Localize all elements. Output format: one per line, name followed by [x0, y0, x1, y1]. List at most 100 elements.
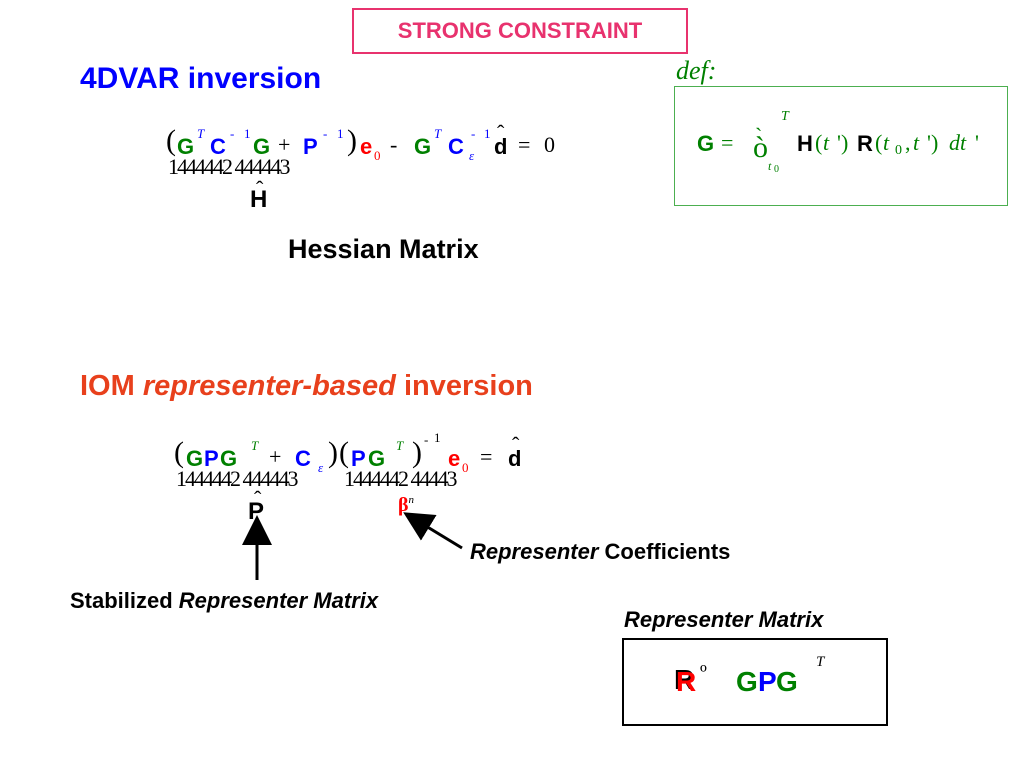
eq1-underbrace: 1444442 444443 [168, 154, 290, 179]
eq1-d-hat: ˆ [497, 120, 505, 145]
stabilized-representer-label: Stabilized Representer Matrix [70, 588, 378, 614]
representer-coefficients-label: Representer Coefficients [470, 539, 730, 565]
eq1-one-b: 1 [337, 126, 344, 141]
def-t3: t [913, 130, 920, 155]
eq1-minus: - [390, 132, 398, 157]
definition-box: G = ` ò t 0 T H ( t ') R ( t 0 , t ') dt… [674, 86, 1008, 206]
rep-P: P [758, 666, 777, 697]
def-G: G [697, 131, 715, 156]
eq1-e-sub0: 0 [374, 148, 381, 163]
eq2-T2: T [396, 438, 404, 453]
eq1-equals: = [518, 132, 531, 157]
hessian-matrix-label: Hessian Matrix [288, 234, 479, 264]
eq2-open-paren2: ( [339, 436, 349, 469]
eq1-open-paren: ( [166, 124, 176, 157]
eq1-minus-a: - [230, 126, 235, 141]
p-hat-accent: ˆ [254, 486, 262, 511]
eq1-G: G [177, 134, 195, 159]
rep-G: G [736, 666, 758, 697]
eq2-underbrace-1: 1444442 444443 [176, 466, 298, 491]
def-R: R [857, 131, 873, 156]
eq2-plus: + [269, 444, 282, 469]
equation-iom: ( G P G T + C ε ) ( P G T ) - 1 e 0 = ˆ … [174, 430, 554, 502]
beta-label: βn [398, 494, 414, 517]
eq1-C: C [210, 134, 226, 159]
eq1-zero: 0 [544, 132, 555, 157]
stab-italic: Representer Matrix [178, 588, 379, 613]
def-lim-0: 0 [774, 164, 779, 175]
section2-title-part3: inversion [395, 370, 533, 402]
eq1-G3: G [414, 134, 432, 159]
rep-coeff-rest: Coefficients [598, 539, 731, 564]
eq2-equals: = [480, 444, 493, 469]
rep-equiv-symbol: º [700, 660, 707, 685]
def-t2: t [883, 130, 890, 155]
def-label: def: [676, 56, 717, 85]
eq1-plus: + [278, 132, 291, 157]
eq2-d-hat: ˆ [512, 432, 520, 457]
rep-R-red: R [676, 666, 697, 697]
coefficients-arrow [403, 512, 463, 550]
eq2-d: d [508, 446, 522, 471]
rep-G2: G [776, 666, 798, 697]
rep-T: T [816, 654, 825, 670]
representer-matrix-box: R R º G P G T [622, 638, 888, 726]
def-lpar: ( [815, 130, 823, 155]
stab-rest: Stabilized [70, 588, 179, 613]
def-lim-t: t [768, 159, 772, 173]
eq1-e: e [360, 134, 373, 159]
section1-title: 4DVAR inversion [80, 62, 322, 95]
eq2-close-paren1: ) [328, 436, 338, 469]
eq1-close-paren: ) [347, 124, 357, 157]
eq2-minus: - [424, 432, 429, 447]
def-sub0: 0 [895, 143, 902, 158]
eq2-one: 1 [434, 430, 441, 445]
eq2-open-paren1: ( [174, 436, 184, 469]
eq1-C2: C [448, 134, 464, 159]
eq1-one-a: 1 [244, 126, 251, 141]
h-hat-label: H [250, 186, 268, 213]
eq1-eps: ε [469, 148, 475, 163]
eq2-G2: G [220, 446, 238, 471]
eq2-C: C [295, 446, 311, 471]
eq2-T1: T [251, 438, 259, 453]
eq1-G2: G [253, 134, 271, 159]
def-grave: ` [755, 123, 763, 148]
def-comma: , [905, 130, 911, 155]
def-prime2: ') [927, 130, 939, 155]
def-H: H [797, 131, 813, 156]
eq1-P: P [303, 134, 318, 159]
equation-4dvar: ( G T C - 1 G + P - 1 ) e 0 - G T C ε - … [166, 120, 586, 190]
rep-coeff-italic: Representer [470, 539, 599, 564]
rep-R-black: R [674, 664, 695, 695]
eq2-e: e [448, 446, 461, 471]
eq2-close-paren2: ) [412, 436, 422, 469]
def-equals: = [721, 130, 734, 155]
representer-matrix-label: Representer Matrix [624, 607, 824, 632]
eq2-G: G [186, 446, 204, 471]
def-prime3: ' [975, 130, 979, 155]
eq2-P: P [204, 446, 219, 471]
eq1-minus-b: - [323, 126, 328, 141]
def-prime: ') [837, 130, 849, 155]
def-dt: dt [949, 130, 967, 155]
beta-symbol: β [398, 494, 409, 516]
beta-superscript: n [408, 494, 415, 506]
eq2-e-sub0: 0 [462, 460, 469, 475]
eq1-one-c: 1 [484, 126, 491, 141]
def-lpar2: ( [875, 130, 883, 155]
eq2-eps: ε [318, 460, 324, 475]
section2-title-italic: representer-based [142, 370, 396, 402]
section2-title-part1: IOM [80, 370, 143, 402]
h-hat-accent: ˆ [256, 176, 264, 201]
def-T: T [781, 109, 789, 124]
eq2-P2: P [351, 446, 366, 471]
eq2-underbrace-2: 1444442 44443 [344, 466, 457, 491]
def-integral: ò [753, 131, 768, 164]
eq2-G3: G [368, 446, 386, 471]
eq1-minus-c: - [471, 126, 476, 141]
eq1-d: d [494, 134, 508, 159]
banner-text: STRONG CONSTRAINT [397, 18, 643, 43]
def-t: t [823, 130, 830, 155]
